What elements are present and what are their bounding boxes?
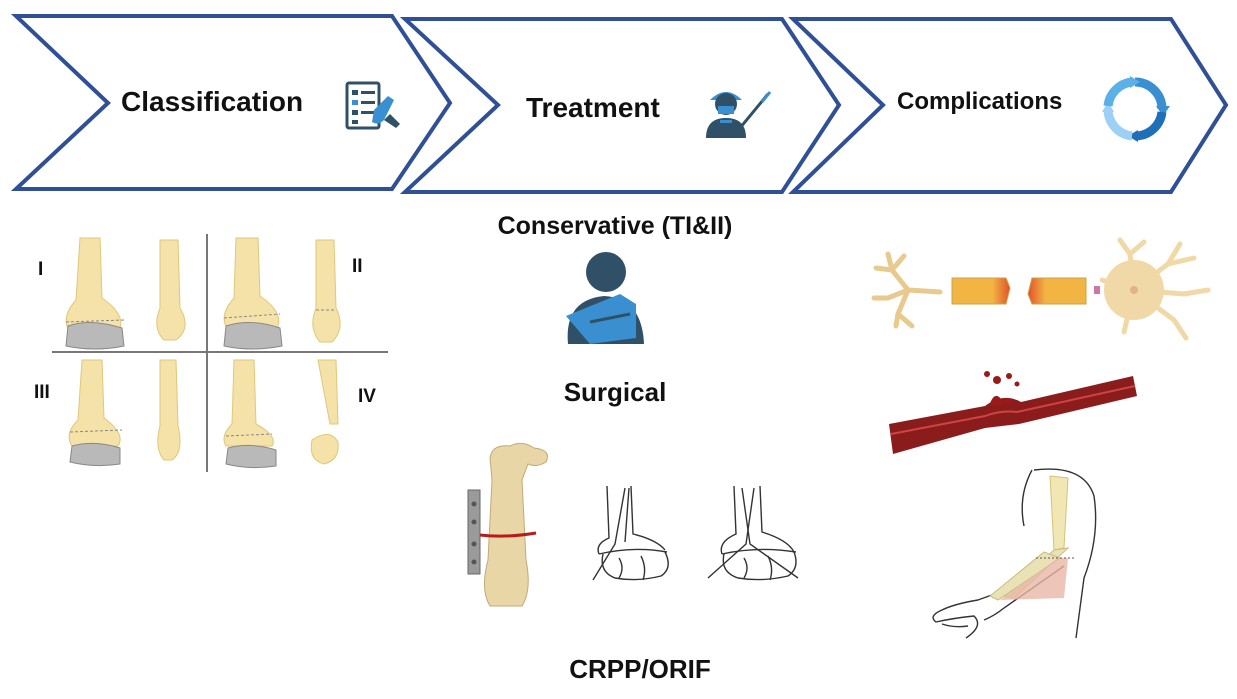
conservative-label: Conservative (TI&II) (497, 212, 733, 240)
surgeon-icon (706, 91, 772, 138)
crpp-pins-image-2 (707, 485, 799, 581)
process-chevrons (10, 14, 1229, 194)
stage-label-treatment: Treatment (526, 92, 660, 123)
nerve-injury-image (871, 237, 1211, 341)
chevron-treatment (399, 17, 842, 194)
stage-label-complications: Complications (897, 88, 1063, 115)
type-label-1: I (38, 259, 44, 280)
type-label-3: III (34, 382, 50, 403)
crpp-orif-label: CRPP/ORIF (569, 654, 711, 684)
fracture-type-4-image (223, 359, 339, 469)
compartment-syndrome-image (932, 468, 1097, 639)
surgical-label: Surgical (563, 377, 667, 407)
checklist-icon (345, 81, 400, 130)
chevron-complications (788, 17, 1229, 194)
classification-grid (52, 234, 388, 472)
chevron-classification (10, 14, 453, 191)
fracture-type-3-image (68, 359, 181, 467)
arm-sling-icon (566, 252, 644, 344)
plate-fixation-image (467, 442, 548, 607)
crpp-pins-image-1 (592, 485, 669, 581)
type-label-2: II (352, 256, 363, 277)
fracture-type-1-image (65, 237, 186, 350)
vascular-injury-image (889, 371, 1137, 454)
fracture-type-2-image (223, 237, 341, 350)
stage-label-classification: Classification (121, 86, 304, 117)
type-label-4: IV (358, 386, 376, 407)
cycle-arrows-icon (1102, 76, 1170, 142)
